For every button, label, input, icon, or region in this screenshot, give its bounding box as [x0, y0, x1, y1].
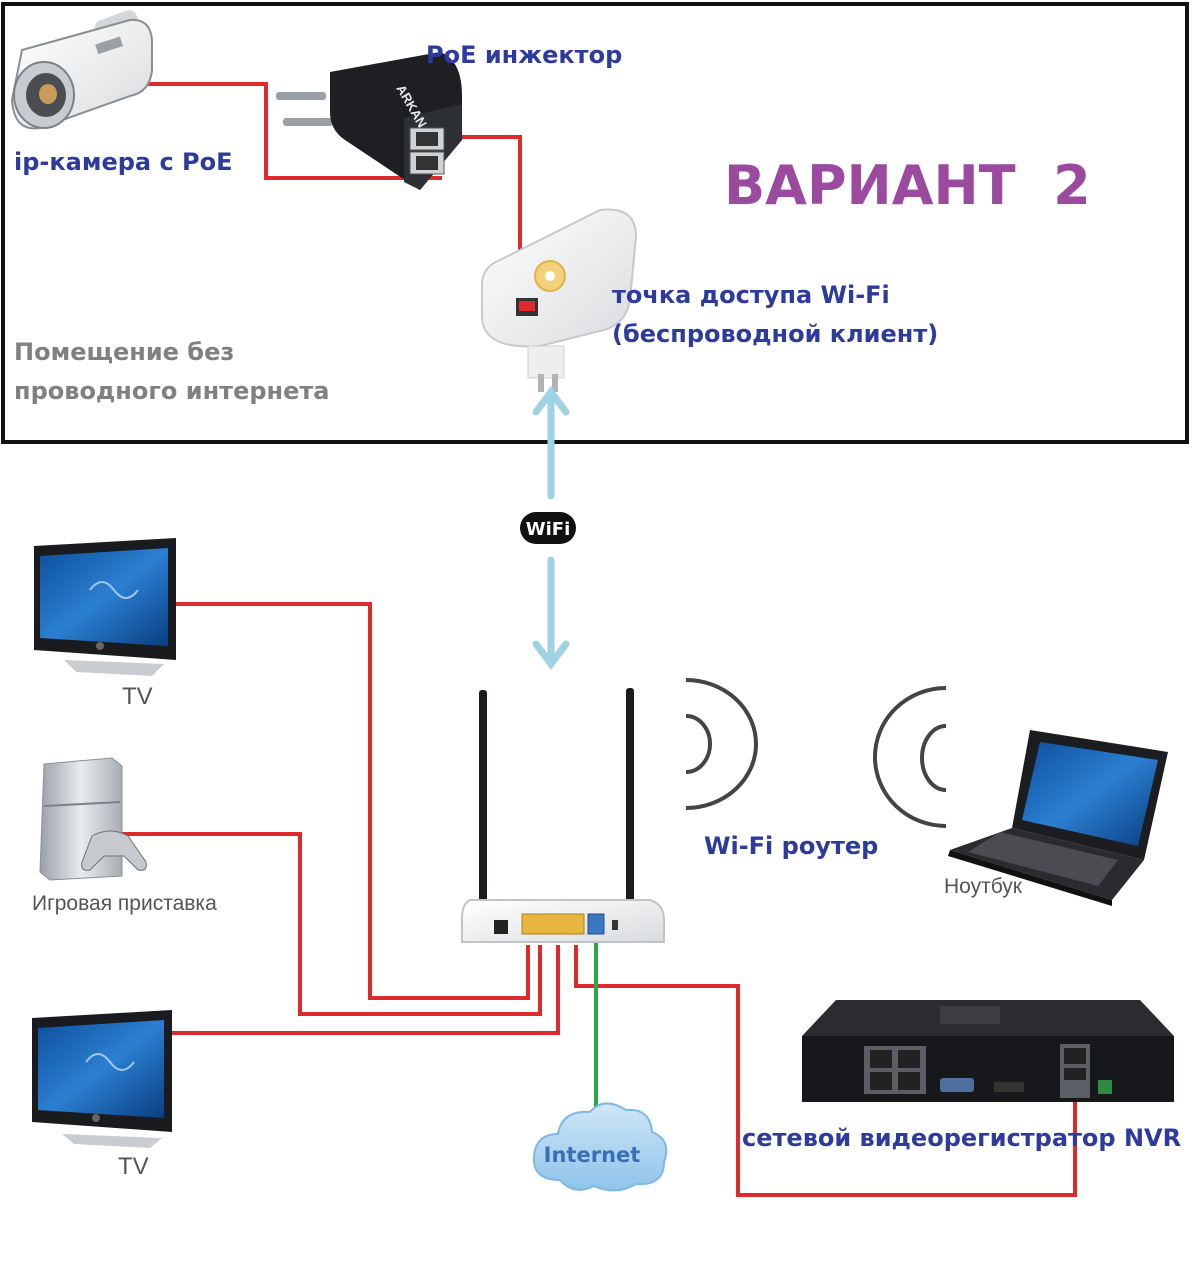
tv-bottom-icon	[32, 1010, 172, 1148]
ip-camera-icon	[10, 10, 153, 130]
cable-console-router	[108, 832, 542, 1016]
cables	[96, 82, 1077, 1197]
room-frame	[1, 2, 1189, 444]
wifi-badge-text: WiFi	[526, 519, 571, 540]
tv-top-icon	[34, 538, 176, 676]
router-icon	[461, 688, 665, 943]
nvr-label: сетевой видеорегистратор NVR	[742, 1124, 1181, 1152]
wifi-badge-icon: WiFi	[520, 512, 576, 544]
cable-camera-injector	[96, 82, 442, 180]
access-point-label-line1: точка доступа Wi-Fi	[612, 281, 890, 309]
router-label: Wi-Fi роутер	[704, 832, 878, 860]
console-label: Игровая приставка	[32, 892, 217, 915]
internet-label: Internet	[544, 1143, 641, 1167]
tv-bottom-label: TV	[118, 1153, 149, 1180]
diagram-title: ВАРИАНТ 2	[724, 154, 1091, 217]
access-point-icon	[481, 208, 638, 392]
wifi-link-arrow	[532, 386, 570, 670]
cable-tv-top-router	[166, 602, 530, 1000]
router-signal-icon	[685, 678, 758, 810]
access-point-label-line2: (беспроводной клиент)	[612, 320, 938, 348]
game-console-icon	[39, 757, 147, 881]
room-label-line2: проводного интернета	[14, 377, 330, 405]
laptop-label: Ноутбук	[944, 875, 1023, 898]
camera-label: ip-камера с PoE	[14, 148, 233, 176]
cable-tv-bottom-router	[166, 945, 560, 1035]
injector-label: PoE инжектор	[426, 41, 622, 69]
laptop-icon	[948, 730, 1168, 906]
cable-router-nvr	[574, 945, 1077, 1197]
cable-injector-access-point	[444, 135, 522, 303]
poe-injector-icon: ARKAN	[276, 52, 462, 190]
internet-cloud-icon: Internet	[532, 1102, 668, 1192]
tv-top-label: TV	[122, 683, 153, 710]
room-label-line1: Помещение без	[14, 338, 234, 366]
nvr-icon	[802, 1000, 1174, 1102]
laptop-signal-icon	[872, 686, 947, 828]
